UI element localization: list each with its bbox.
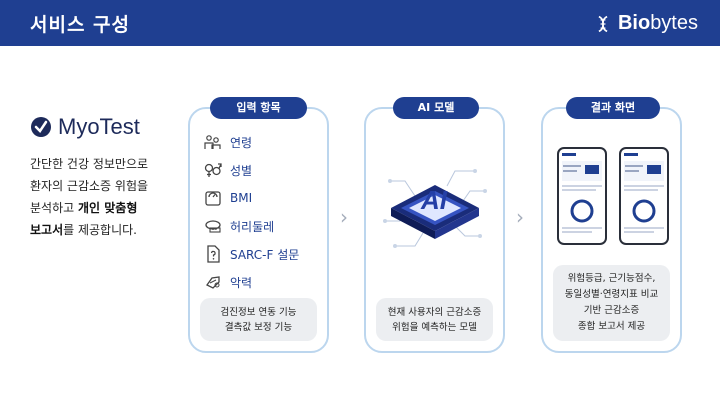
report-screen-image	[562, 153, 602, 233]
input-item-bmi: BMI	[204, 188, 252, 208]
age-icon	[204, 135, 221, 149]
result-note: 위험등급, 근기능점수, 동일성별·연령지표 비교 기반 근감소증 종합 보고서…	[553, 265, 670, 341]
ai-chip-label: AI	[421, 185, 447, 215]
input-card: 연령 성별 BMI 허리둘레 SARC-F 설문 악력 검진정보 연동 기능 결…	[188, 107, 329, 353]
ai-chip-illustration	[383, 169, 487, 248]
input-note: 검진정보 연동 기능 결측값 보정 기능	[200, 298, 317, 341]
product-name: MyoTest	[58, 114, 140, 139]
scale-icon	[205, 191, 221, 206]
desc-line: 환자의 근감소증 위험을	[30, 179, 149, 193]
model-card: AI 현재 사용자의 근감소증 위험을 예측하는 모델	[364, 107, 505, 353]
chevron-right-icon: ›	[516, 205, 524, 229]
chevron-right-icon: ›	[340, 205, 348, 229]
product-description: 간단한 건강 정보만으로 환자의 근감소증 위험을 분석하고 개인 맞춤형 보고…	[30, 153, 180, 241]
desc-line: 간단한 건강 정보만으로	[30, 157, 149, 171]
myotest-logo: MyoTest	[30, 114, 140, 140]
gender-icon	[204, 163, 222, 177]
input-item-gender: 성별	[204, 160, 252, 180]
input-card-title: 입력 항목	[210, 97, 307, 119]
result-card-title: 결과 화면	[566, 97, 660, 119]
input-item-sarcf: SARC-F 설문	[204, 244, 299, 264]
grip-icon	[206, 276, 220, 289]
page-title: 서비스 구성	[30, 14, 131, 36]
desc-line: 보고서를 제공합니다.	[30, 223, 137, 237]
report-screen-image	[624, 153, 664, 233]
desc-line: 분석하고 개인 맞춤형	[30, 201, 138, 215]
myotest-check-icon	[31, 117, 51, 137]
report-phone-preview	[557, 147, 607, 245]
report-phone-preview	[619, 147, 669, 245]
model-note: 현재 사용자의 근감소증 위험을 예측하는 모델	[376, 298, 493, 341]
brand-logo: Biobytes	[594, 12, 698, 35]
input-item-age: 연령	[204, 132, 252, 152]
questionnaire-icon	[207, 245, 220, 263]
result-card: 위험등급, 근기능점수, 동일성별·연령지표 비교 기반 근감소증 종합 보고서…	[541, 107, 682, 353]
tape-measure-icon	[205, 220, 221, 233]
input-item-waist: 허리둘레	[204, 216, 274, 236]
input-item-grip: 악력	[204, 272, 252, 292]
model-card-title: AI 모델	[393, 97, 479, 119]
brand-name: Biobytes	[617, 12, 698, 34]
dna-icon	[598, 15, 608, 32]
header-bar: 서비스 구성 Biobytes	[0, 0, 720, 46]
